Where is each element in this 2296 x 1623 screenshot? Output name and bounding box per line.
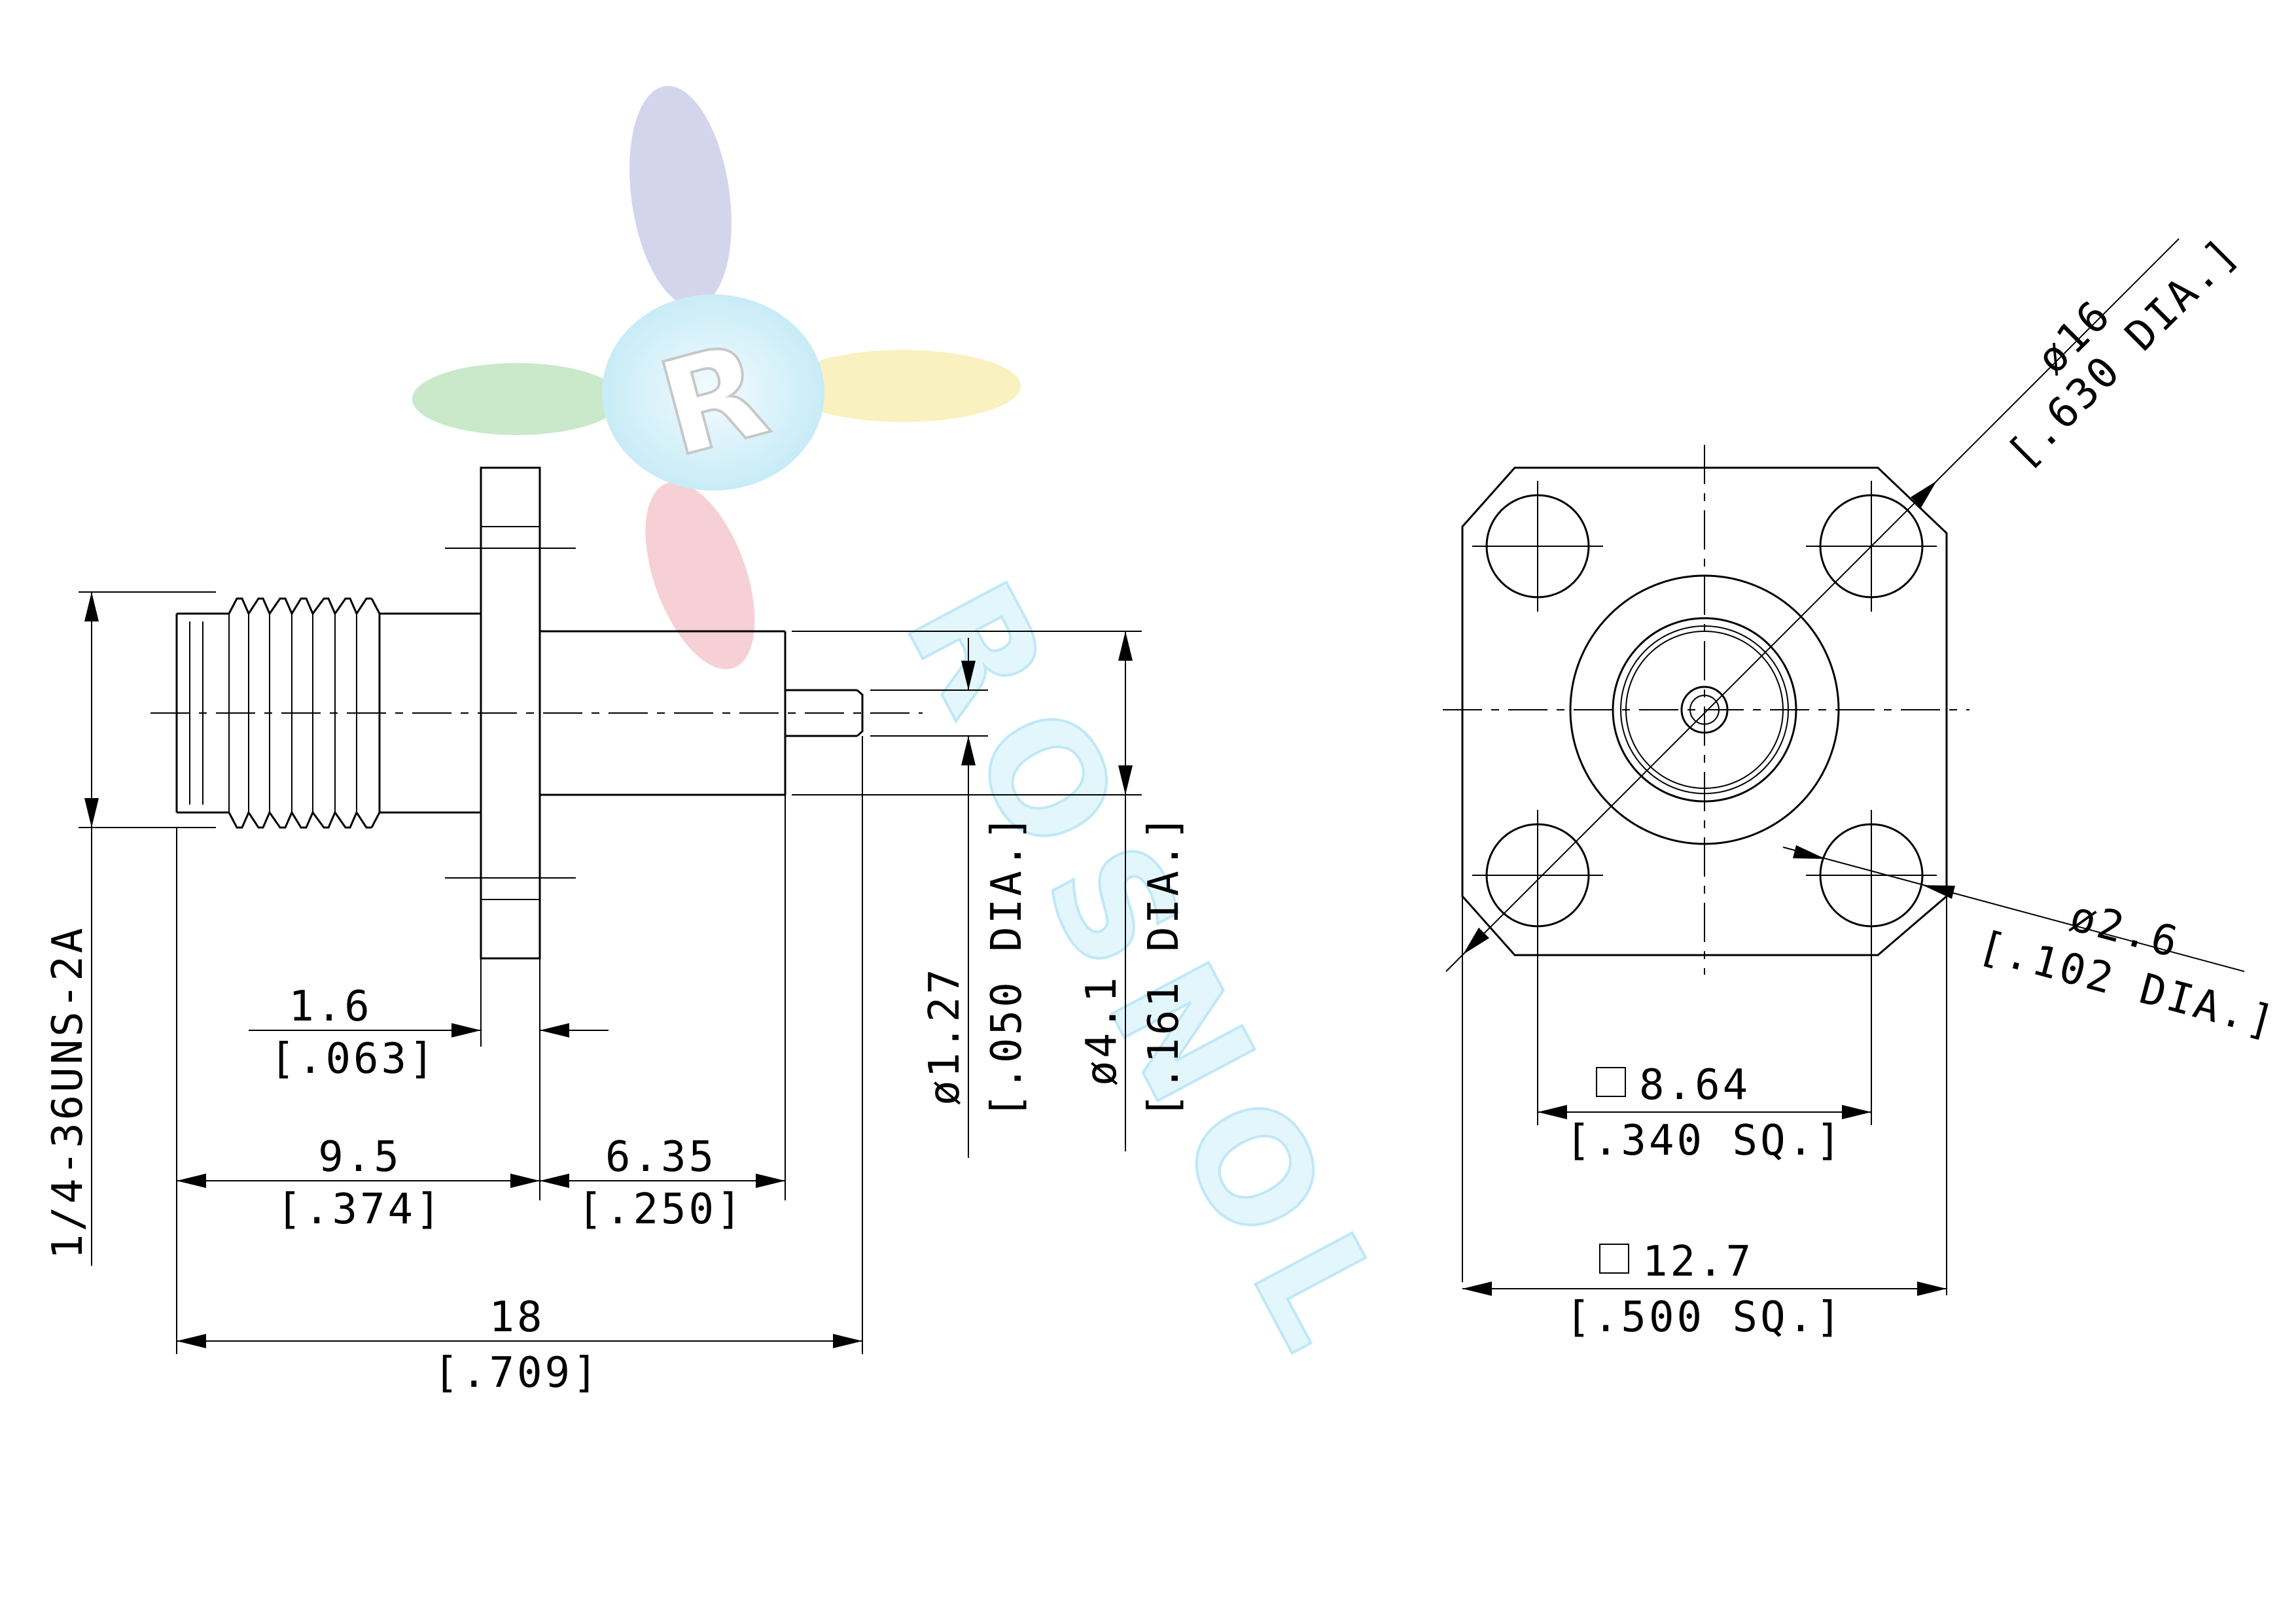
- flange-size-mm: 12.7: [1642, 1238, 1754, 1286]
- flange-thickness-dimension: 1.6 [.063]: [249, 983, 609, 1083]
- pin-diameter-inch: [.050 DIA.]: [983, 812, 1031, 1119]
- body-length-mm: 9.5: [318, 1133, 402, 1181]
- center-pin: [785, 689, 864, 737]
- overall-length-inch: [.709]: [433, 1349, 600, 1397]
- pin-diameter-mm: ø1.27: [921, 966, 969, 1106]
- thread-spec-label: 1/4-36UNS-2A: [44, 926, 92, 1259]
- hole-spacing-dimension: 8.64 [.340 SQ.]: [1538, 1061, 1871, 1165]
- square-symbol: [1596, 1067, 1626, 1097]
- mounting-holes: [1472, 481, 1937, 941]
- insulator-length-mm: 6.35: [605, 1133, 716, 1181]
- insulator-length-dimension: 6.35 [.250]: [540, 1133, 785, 1234]
- insulator-diameter-inch: [.161 DIA.]: [1140, 812, 1188, 1119]
- watermark-logo: R: [412, 86, 1021, 669]
- flange-outline: [1461, 466, 1948, 956]
- side-view: 1/4-36UNS-2A 1.6 [.063] 9.5 [.374]: [44, 466, 1188, 1397]
- thread-dimension: 1/4-36UNS-2A: [44, 591, 216, 1266]
- overall-length-dimension: 18 [.709]: [177, 1293, 862, 1397]
- overall-length-mm: 18: [489, 1293, 544, 1342]
- insulator-diameter-dimension: ø4.1 [.161 DIA.]: [792, 631, 1188, 1151]
- front-view: ø16 [.630 DIA.] ø2.6 [.102 DIA.] 8.64 [.…: [1443, 228, 2282, 1342]
- flange-thickness-mm: 1.6: [289, 983, 372, 1031]
- body-length-inch: [.374]: [276, 1185, 443, 1234]
- flange-thickness-inch: [.063]: [270, 1035, 436, 1083]
- flange-size-inch: [.500 SQ.]: [1565, 1293, 1843, 1342]
- insulator-diameter-mm: ø4.1: [1078, 975, 1126, 1086]
- insulator-body: [540, 630, 786, 796]
- pin-diameter-dimension: ø1.27 [.050 DIA.]: [870, 638, 1031, 1158]
- flange-size-dimension: 12.7 [.500 SQ.]: [1462, 1238, 1947, 1342]
- connector-face: [1569, 574, 1840, 845]
- hole-spacing-mm: 8.64: [1639, 1061, 1750, 1109]
- insulator-length-inch: [.250]: [577, 1185, 744, 1234]
- body-length-dimension: 9.5 [.374]: [177, 1133, 540, 1234]
- hole-spacing-inch: [.340 SQ.]: [1565, 1117, 1843, 1165]
- square-symbol: [1599, 1244, 1629, 1274]
